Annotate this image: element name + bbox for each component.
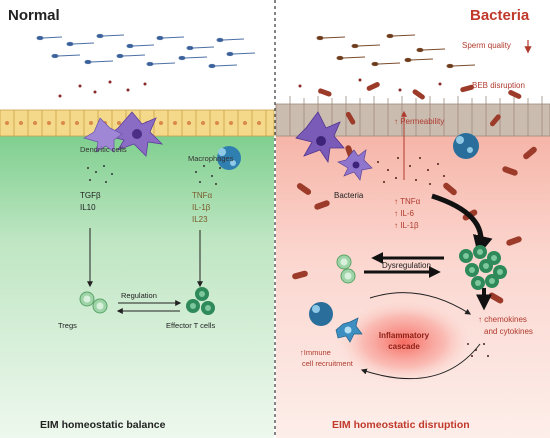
permeability-label: ↑ Permeability — [394, 117, 444, 126]
tnfa-label-left: TNFα — [192, 191, 213, 200]
cytokine-dots-left — [87, 165, 221, 185]
tregs-label: Tregs — [58, 321, 77, 330]
il1b-label-left: IL-1β — [192, 203, 211, 212]
dendritic-cell-right-2 — [337, 149, 373, 181]
beb-label: BEB disruption — [472, 81, 525, 90]
macrophages-label: Macrophages — [188, 154, 234, 163]
tregs-cells — [79, 291, 108, 314]
bacteria-label: Bacteria — [334, 191, 364, 200]
macrophage-right — [453, 133, 479, 159]
macrophage-left — [217, 146, 241, 170]
chemokines-label-1: ↑ chemokines — [478, 315, 527, 324]
dysregulation-label: Dysregulation — [382, 261, 431, 270]
big-curved-arrow — [431, 193, 493, 256]
effector-cluster-right — [459, 245, 507, 290]
sperm-cells-right — [316, 33, 476, 69]
regulation-label: Regulation — [121, 291, 157, 300]
il1b-label-right: ↑ IL-1β — [394, 221, 419, 230]
chemokines-label-2: and cytokines — [484, 327, 533, 336]
tgfb-label: TGFβ — [80, 191, 101, 200]
effector-t-cells — [186, 287, 215, 315]
bacteria-title: Bacteria — [470, 7, 530, 24]
left-footer: EIM homeostatic balance — [40, 419, 166, 431]
il23-label: IL23 — [192, 215, 208, 224]
normal-title: Normal — [8, 7, 60, 24]
recruitment-label-1: ↑Immune — [300, 348, 331, 357]
right-footer: EIM homeostatic disruption — [332, 419, 470, 431]
dendritic-cell-right — [295, 111, 345, 164]
cycle-arrow-bottom — [360, 343, 481, 380]
dendritic-cells-label: Dendritic cells — [80, 145, 127, 154]
sperm-cells-left — [36, 33, 256, 69]
cascade-label-2: cascade — [388, 342, 420, 351]
recruitment-label-2: cell recruitment — [302, 359, 354, 368]
tnfa-label-right: ↑ TNFα — [394, 197, 421, 206]
immune-cells-right — [309, 302, 363, 343]
effector-label: Effector T cells — [166, 321, 215, 330]
dendritic-cell-left-2 — [83, 117, 123, 153]
tregs-right — [336, 254, 356, 284]
right-tissue-background — [276, 136, 550, 438]
il6-label-right: ↑ IL-6 — [394, 209, 415, 218]
cycle-arrow-top — [369, 292, 472, 315]
il10-label: IL10 — [80, 203, 96, 212]
inflammatory-glow — [336, 300, 472, 384]
left-tissue-background — [0, 136, 274, 438]
cascade-label-1: Inflammatory — [379, 331, 430, 340]
sperm-quality-label: Sperm quality — [462, 41, 511, 50]
